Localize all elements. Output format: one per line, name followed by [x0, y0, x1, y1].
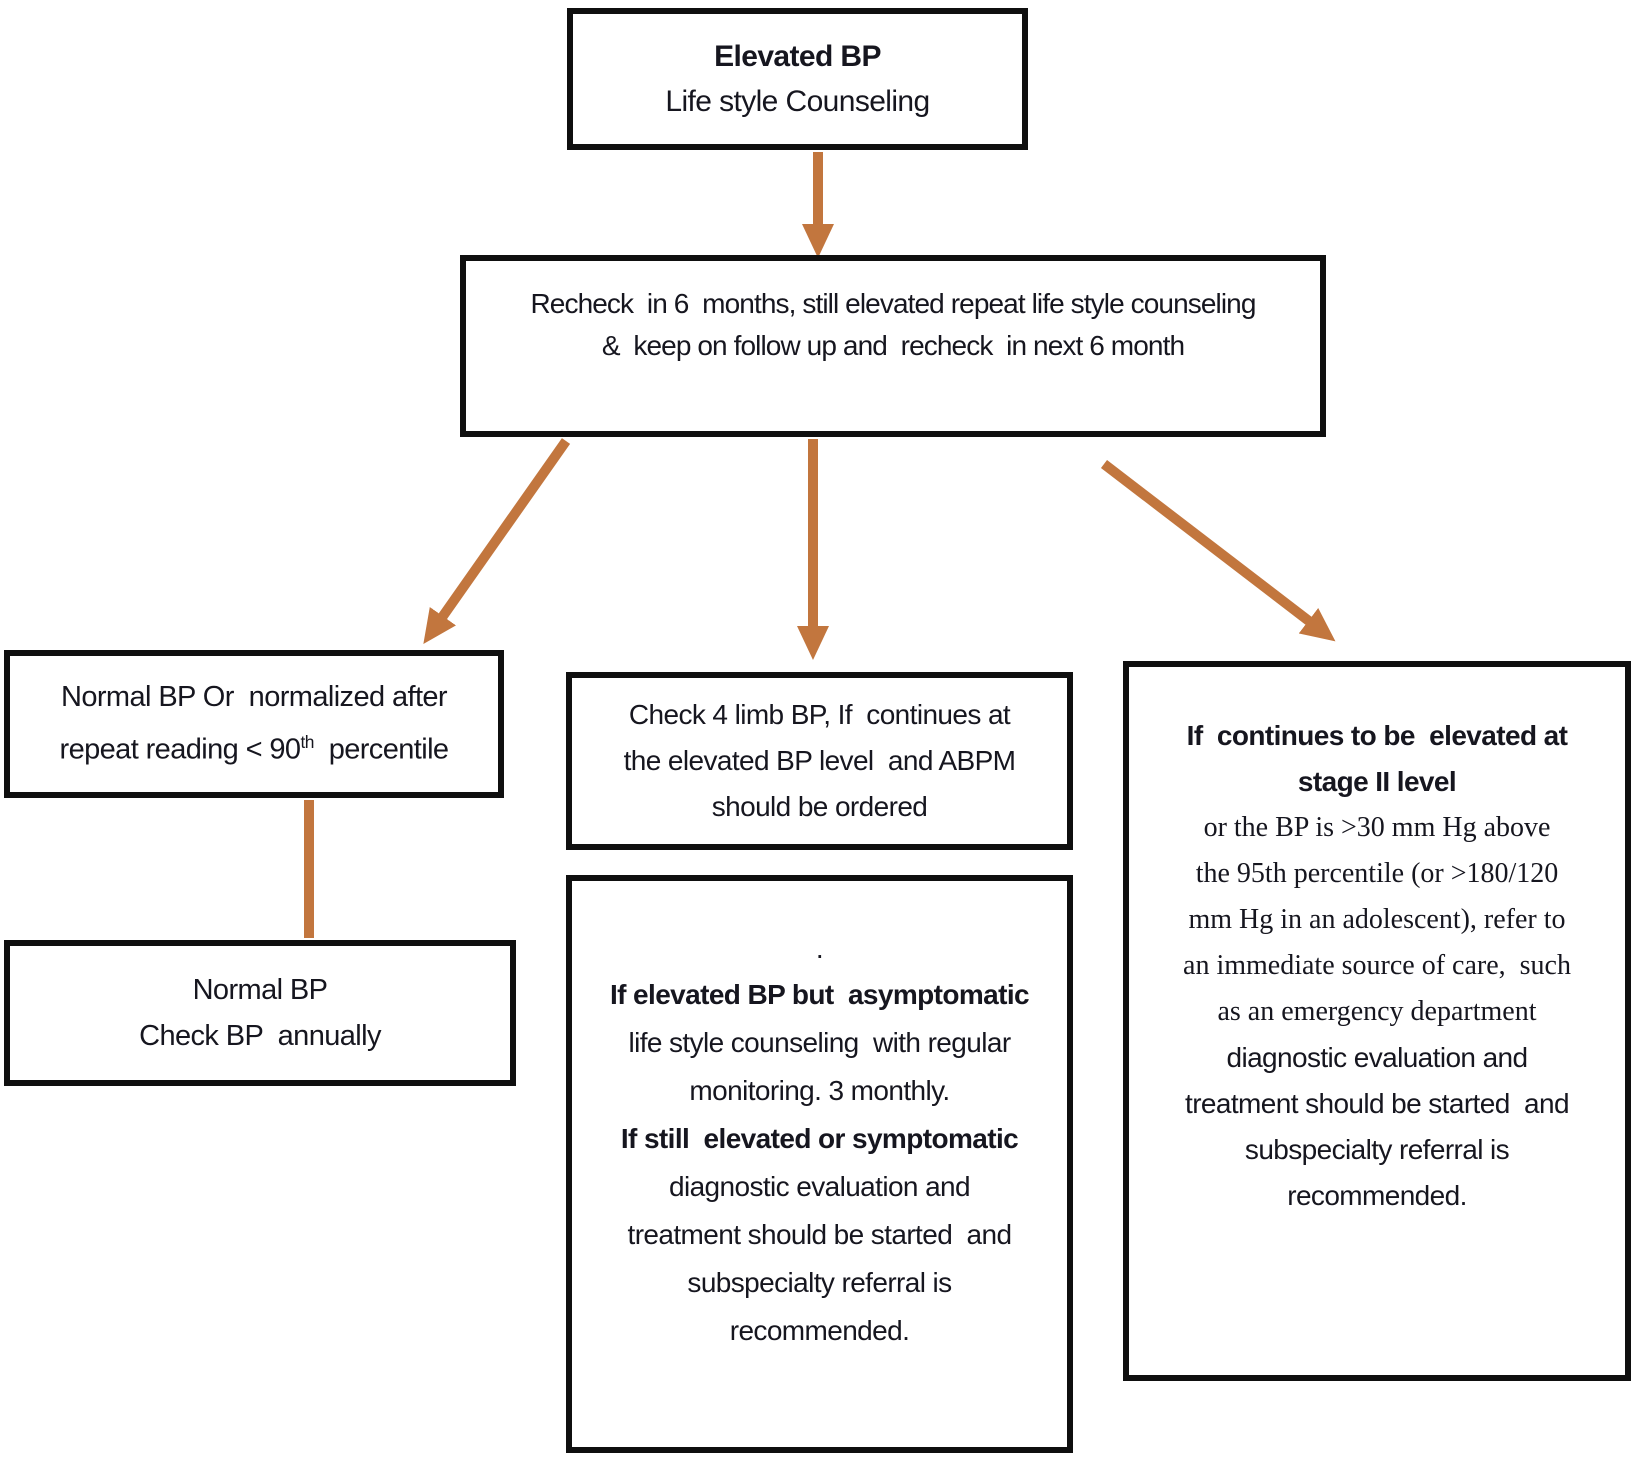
node-check4limb-line2: the elevated BP level and ABPM — [623, 745, 1016, 776]
node-asymp-line6: treatment should be started and — [627, 1219, 1013, 1250]
node-asymp-line5: diagnostic evaluation and — [668, 1171, 971, 1202]
node-check4limb-line3: should be ordered — [711, 791, 928, 822]
node-normalbp-line1: Normal BP Or normalized after — [61, 681, 448, 714]
node-stage2-serif5: as an emergency department — [1217, 996, 1537, 1027]
node-asymp-line8: recommended. — [729, 1315, 910, 1346]
node-stage2-bold1: If continues to be elevated at — [1186, 720, 1568, 751]
node-asymp-dot: . — [815, 933, 824, 964]
node-check-4-limb-bp: Check 4 limb BP, If continues at the ele… — [566, 672, 1073, 850]
node-elevated-bp-subtitle: Life style Counseling — [665, 85, 930, 118]
node-stage2-sans1: diagnostic evaluation and — [1226, 1042, 1528, 1073]
arrow-recheck-to-normalbp — [423, 438, 571, 645]
node-normal-bp-normalized: Normal BP Or normalized after repeat rea… — [4, 650, 504, 798]
node-stage2-serif4: an immediate source of care, such — [1183, 950, 1571, 981]
node-elevated-asymptomatic: . If elevated BP but asymptomatic life s… — [566, 875, 1073, 1453]
node-stage2-sans2: treatment should be started and — [1185, 1088, 1570, 1119]
node-recheck-6-months: Recheck in 6 months, still elevated repe… — [460, 255, 1326, 437]
node-elevated-bp: Elevated BP Life style Counseling — [567, 8, 1028, 150]
node-recheck-line2: & keep on follow up and recheck in next … — [601, 330, 1185, 361]
node-asymp-bold1: If elevated BP but asymptomatic — [609, 979, 1030, 1010]
node-asymp-line3: monitoring. 3 monthly. — [689, 1075, 950, 1106]
node-elevated-bp-title: Elevated BP — [714, 40, 881, 73]
node-stage2-emergency: If continues to be elevated at stage II … — [1123, 661, 1631, 1381]
node-annual-line1: Normal BP — [192, 974, 328, 1006]
node-asymp-line7: subspecialty referral is — [687, 1267, 952, 1298]
node-stage2-sans4: recommended. — [1287, 1180, 1467, 1211]
node-asymp-line2: life style counseling with regular — [628, 1027, 1011, 1058]
node-stage2-serif3: mm Hg in an adolescent), refer to — [1188, 904, 1566, 935]
node-annual-line2: Check BP annually — [139, 1020, 381, 1052]
node-stage2-bold2: stage II level — [1297, 766, 1457, 797]
node-stage2-sans3: subspecialty referral is — [1244, 1134, 1510, 1165]
node-asymp-bold2: If still elevated or symptomatic — [620, 1123, 1019, 1154]
node-check4limb-line1: Check 4 limb BP, If continues at — [628, 699, 1011, 730]
node-normalbp-line2: repeat reading < 90th percentile — [59, 732, 450, 766]
node-stage2-serif1: or the BP is >30 mm Hg above — [1203, 812, 1551, 843]
percentile-superscript: th — [300, 732, 314, 753]
node-recheck-line1: Recheck in 6 months, still elevated repe… — [530, 288, 1256, 319]
node-check-bp-annually: Normal BP Check BP annually — [4, 940, 516, 1086]
node-stage2-serif2: the 95th percentile (or >180/120 — [1195, 858, 1559, 889]
arrow-recheck-to-stage2 — [1100, 460, 1336, 642]
